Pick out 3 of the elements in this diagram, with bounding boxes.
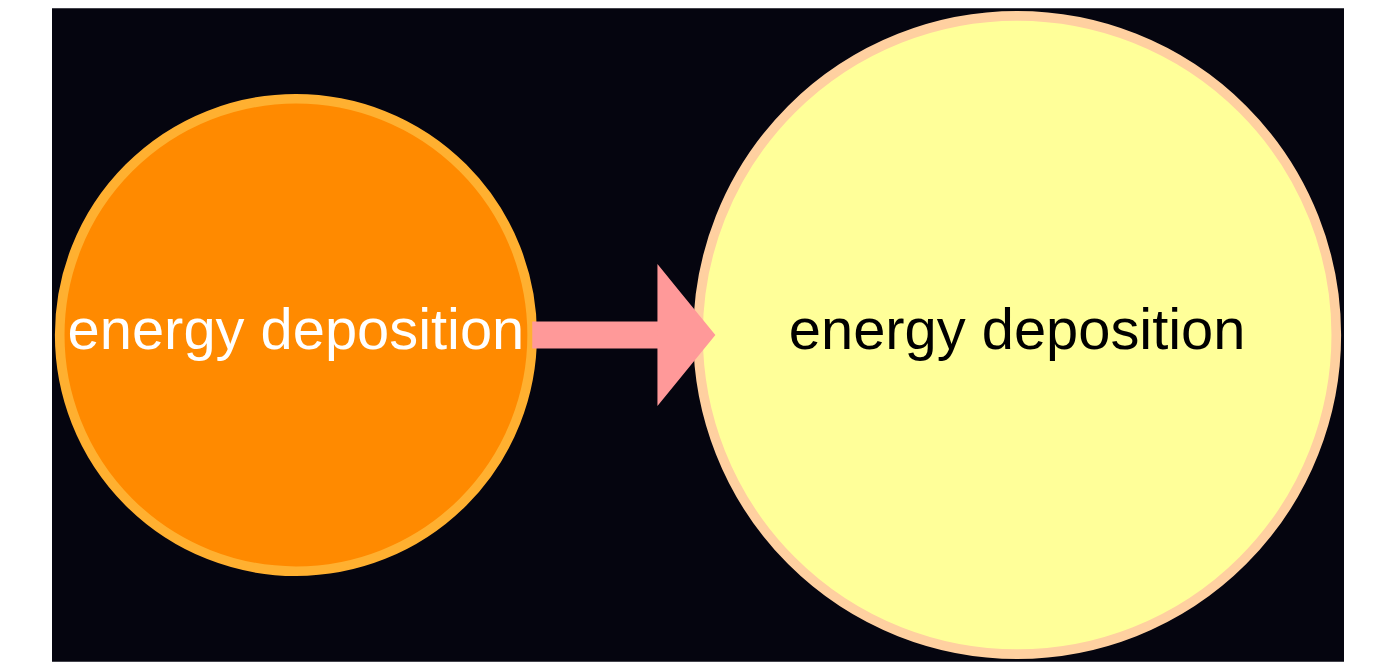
arrow	[531, 264, 715, 406]
node-circle: energy deposition	[54, 93, 537, 577]
node-circle: energy deposition	[692, 11, 1341, 659]
